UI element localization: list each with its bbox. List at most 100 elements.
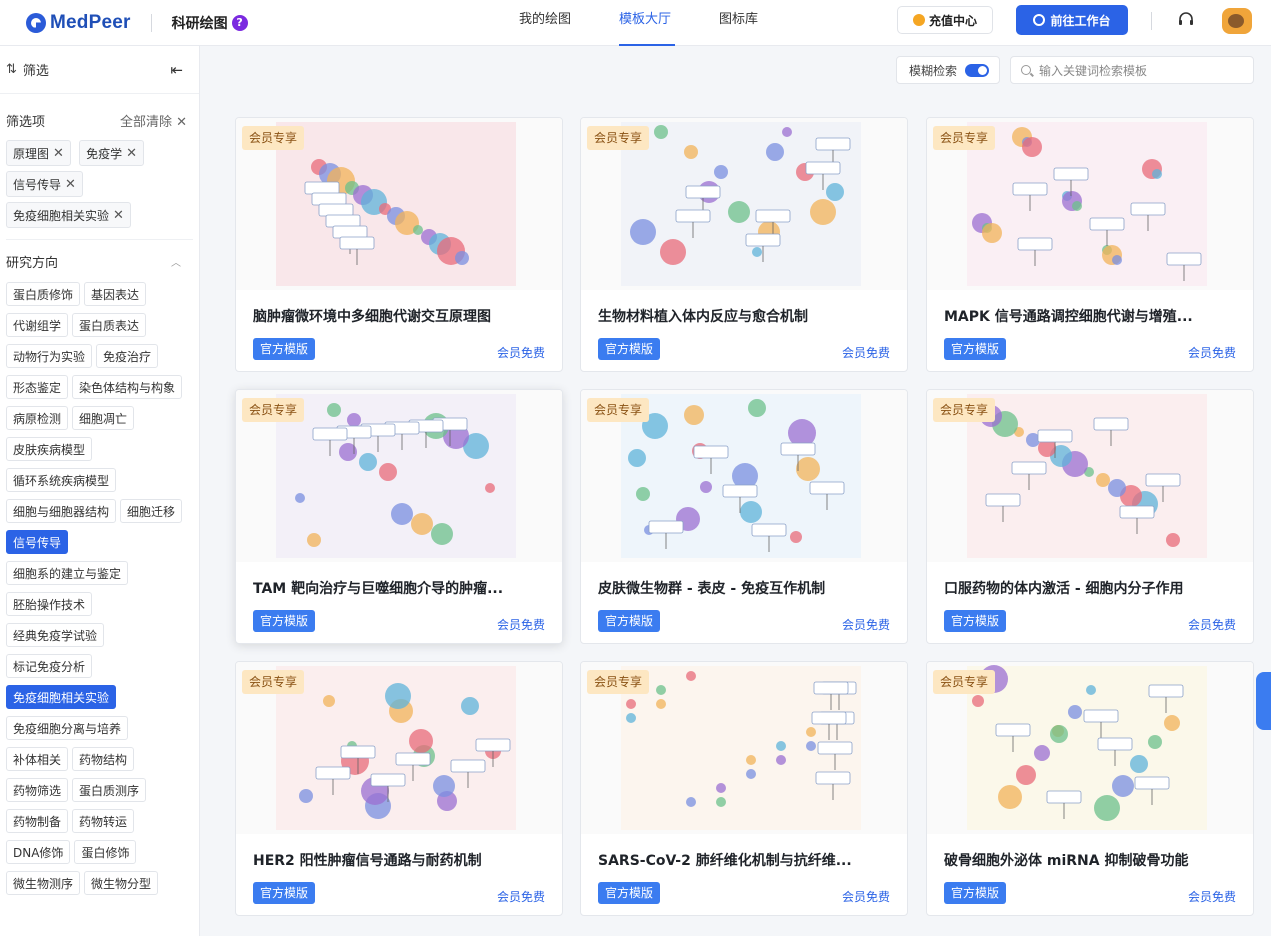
template-title[interactable]: SARS-CoV-2 肺纤维化机制与抗纤维... bbox=[598, 853, 852, 869]
research-tag[interactable]: 细胞凋亡 bbox=[72, 406, 135, 430]
template-title[interactable]: HER2 阳性肿瘤信号通路与耐药机制 bbox=[253, 853, 482, 869]
research-tag[interactable]: 蛋白质测序 bbox=[72, 778, 147, 802]
remove-chip-icon[interactable]: ✕ bbox=[126, 145, 137, 161]
research-tag[interactable]: 药物转运 bbox=[72, 809, 135, 833]
research-tag[interactable]: 蛋白修饰 bbox=[74, 840, 137, 864]
toggle-switch[interactable] bbox=[965, 64, 989, 77]
template-preview-illustration bbox=[621, 394, 861, 558]
template-card[interactable]: 会员专享皮肤微生物群 - 表皮 - 免疫互作机制官方模版会员免费 bbox=[580, 389, 908, 644]
vip-exclusive-badge: 会员专享 bbox=[242, 398, 305, 422]
template-card[interactable]: 会员专享口服药物的体内激活 - 细胞内分子作用官方模版会员免费 bbox=[926, 389, 1254, 644]
official-template-badge: 官方模版 bbox=[253, 338, 316, 360]
research-tag[interactable]: 药物制备 bbox=[6, 809, 69, 833]
research-tag[interactable]: 代谢组学 bbox=[6, 313, 69, 337]
template-title[interactable]: 皮肤微生物群 - 表皮 - 免疫互作机制 bbox=[598, 581, 826, 597]
template-title[interactable]: 破骨细胞外泌体 miRNA 抑制破骨功能 bbox=[944, 853, 1189, 869]
research-tag[interactable]: 药物筛选 bbox=[6, 778, 69, 802]
template-title[interactable]: 生物材料植入体内反应与愈合机制 bbox=[598, 309, 808, 325]
research-tag[interactable]: 基因表达 bbox=[84, 282, 147, 306]
research-tag[interactable]: 动物行为实验 bbox=[6, 344, 93, 368]
template-preview-illustration bbox=[967, 122, 1207, 286]
recharge-button[interactable]: 充值中心 bbox=[897, 6, 993, 34]
research-tag[interactable]: 细胞与细胞器结构 bbox=[6, 499, 117, 523]
template-thumbnail[interactable] bbox=[927, 118, 1253, 290]
research-tag[interactable]: DNA修饰 bbox=[6, 840, 71, 864]
research-tag[interactable]: 微生物分型 bbox=[84, 871, 159, 895]
research-tag[interactable]: 补体相关 bbox=[6, 747, 69, 771]
template-title[interactable]: MAPK 信号通路调控细胞代谢与增殖... bbox=[944, 309, 1193, 325]
assistant-robot-icon[interactable] bbox=[1256, 672, 1271, 730]
top-header: MedPeer 科研绘图 ? 我的绘图 模板大厅 图标库 充值中心 前往工作台 bbox=[0, 0, 1271, 46]
template-thumbnail[interactable] bbox=[581, 662, 907, 834]
template-title[interactable]: TAM 靶向治疗与巨噬细胞介导的肿瘤... bbox=[253, 581, 504, 597]
template-preview-illustration bbox=[276, 666, 516, 830]
official-template-badge: 官方模版 bbox=[598, 882, 661, 904]
filter-chip[interactable]: 原理图✕ bbox=[6, 140, 71, 166]
filter-chip[interactable]: 信号传导✕ bbox=[6, 171, 83, 197]
research-tag[interactable]: 标记免疫分析 bbox=[6, 654, 93, 678]
template-card[interactable]: 会员专享生物材料植入体内反应与愈合机制官方模版会员免费 bbox=[580, 117, 908, 372]
remove-chip-icon[interactable]: ✕ bbox=[53, 145, 64, 161]
fuzzy-search-toggle[interactable]: 模糊检索 bbox=[896, 56, 1000, 84]
template-card[interactable]: 会员专享破骨细胞外泌体 miRNA 抑制破骨功能官方模版会员免费 bbox=[926, 661, 1254, 916]
user-avatar[interactable] bbox=[1222, 8, 1252, 34]
template-title[interactable]: 脑肿瘤微环境中多细胞代谢交互原理图 bbox=[253, 309, 491, 325]
help-icon[interactable]: ? bbox=[231, 14, 248, 31]
header-divider bbox=[150, 13, 152, 32]
template-thumbnail[interactable] bbox=[236, 390, 562, 562]
research-tag[interactable]: 细胞系的建立与鉴定 bbox=[6, 561, 129, 585]
research-tag[interactable]: 形态鉴定 bbox=[6, 375, 69, 399]
nav-my-drawings[interactable]: 我的绘图 bbox=[519, 12, 572, 27]
template-thumbnail[interactable] bbox=[581, 390, 907, 562]
filter-chip[interactable]: 免疫细胞相关实验✕ bbox=[6, 202, 131, 228]
template-search-input[interactable]: 输入关键词检索模板 bbox=[1010, 56, 1254, 84]
sidebar-title: 筛选 bbox=[22, 64, 49, 79]
research-tag[interactable]: 免疫治疗 bbox=[96, 344, 159, 368]
workbench-icon bbox=[1033, 14, 1046, 26]
go-to-workbench-button[interactable]: 前往工作台 bbox=[1016, 5, 1128, 35]
filter-chip[interactable]: 免疫学✕ bbox=[79, 140, 144, 166]
template-thumbnail[interactable] bbox=[236, 118, 562, 290]
medpeer-logo[interactable]: MedPeer bbox=[26, 12, 131, 34]
research-tag[interactable]: 病原检测 bbox=[6, 406, 69, 430]
clear-all-button[interactable]: 全部清除 ✕ bbox=[119, 114, 187, 130]
vip-exclusive-badge: 会员专享 bbox=[587, 398, 650, 422]
research-tag[interactable]: 经典免疫学试验 bbox=[6, 623, 105, 647]
official-template-badge: 官方模版 bbox=[598, 338, 661, 360]
official-template-badge: 官方模版 bbox=[598, 610, 661, 632]
research-tag[interactable]: 皮肤疾病模型 bbox=[6, 437, 93, 461]
template-card[interactable]: 会员专享脑肿瘤微环境中多细胞代谢交互原理图官方模版会员免费 bbox=[235, 117, 563, 372]
research-section-header[interactable]: 研究方向 ︿ bbox=[0, 240, 199, 282]
search-placeholder: 输入关键词检索模板 bbox=[1039, 63, 1148, 78]
vip-exclusive-badge: 会员专享 bbox=[933, 126, 996, 150]
template-preview-illustration bbox=[967, 665, 1207, 830]
research-tag[interactable]: 药物结构 bbox=[72, 747, 135, 771]
chevron-up-icon[interactable]: ︿ bbox=[171, 257, 181, 269]
research-tag[interactable]: 蛋白质修饰 bbox=[6, 282, 81, 306]
research-tag[interactable]: 循环系统疾病模型 bbox=[6, 468, 117, 492]
research-tag[interactable]: 蛋白质表达 bbox=[72, 313, 147, 337]
research-tag[interactable]: 细胞迁移 bbox=[120, 499, 183, 523]
nav-template-hall[interactable]: 模板大厅 bbox=[619, 0, 719, 46]
research-tag[interactable]: 微生物测序 bbox=[6, 871, 81, 895]
template-thumbnail[interactable] bbox=[236, 662, 562, 834]
research-tag[interactable]: 免疫细胞分离与培养 bbox=[6, 716, 129, 740]
template-title[interactable]: 口服药物的体内激活 - 细胞内分子作用 bbox=[944, 581, 1184, 597]
template-preview-illustration bbox=[276, 394, 516, 558]
vip-exclusive-badge: 会员专享 bbox=[587, 670, 650, 694]
remove-chip-icon[interactable]: ✕ bbox=[65, 176, 76, 192]
collapse-sidebar-icon[interactable]: ⇤ bbox=[170, 60, 183, 79]
template-card[interactable]: 会员专享 SARS-CoV-2 肺纤维化机制与抗纤维... 官方模版 会员免费 bbox=[580, 661, 908, 916]
research-tag[interactable]: 胚胎操作技术 bbox=[6, 592, 93, 616]
remove-chip-icon[interactable]: ✕ bbox=[113, 207, 124, 223]
research-tag[interactable]: 免疫细胞相关实验 bbox=[6, 685, 117, 709]
member-free-label: 会员免费 bbox=[841, 890, 890, 904]
research-tag[interactable]: 染色体结构与构象 bbox=[72, 375, 183, 399]
nav-icon-library[interactable]: 图标库 bbox=[719, 12, 759, 27]
research-tag[interactable]: 信号传导 bbox=[6, 530, 69, 554]
member-free-label: 会员免费 bbox=[496, 890, 545, 904]
headset-icon[interactable] bbox=[1177, 11, 1195, 29]
